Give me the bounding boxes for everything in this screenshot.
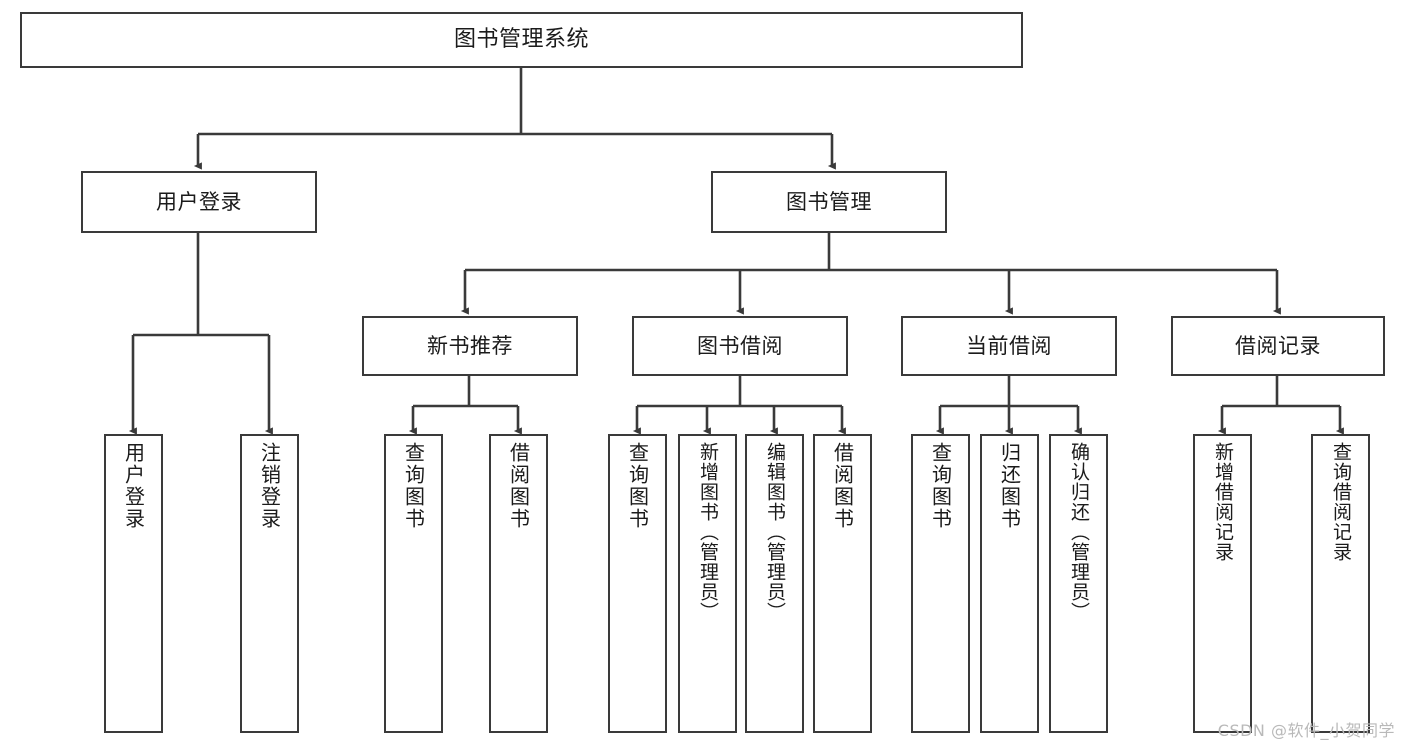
leaf-return-book[interactable]: 归还图书 <box>980 434 1039 733</box>
node-label: 查询图书 <box>625 442 650 530</box>
leaf-query-borrow-record[interactable]: 查询借阅记录 <box>1311 434 1370 733</box>
leaf-confirm-return[interactable]: 确认归还（管理员） <box>1049 434 1108 733</box>
leaf-add-borrow-record[interactable]: 新增借阅记录 <box>1193 434 1252 733</box>
node-label: 新增图书（管理员） <box>697 442 719 622</box>
node-label: 查询图书 <box>928 442 953 530</box>
node-root-system[interactable]: 图书管理系统 <box>20 12 1023 68</box>
node-new-book-recommend[interactable]: 新书推荐 <box>362 316 578 376</box>
node-label: 归还图书 <box>997 442 1022 530</box>
leaf-user-login[interactable]: 用户登录 <box>104 434 163 733</box>
node-label: 新书推荐 <box>427 333 513 358</box>
leaf-add-book[interactable]: 新增图书（管理员） <box>678 434 737 733</box>
leaf-edit-book[interactable]: 编辑图书（管理员） <box>745 434 804 733</box>
node-borrow-record[interactable]: 借阅记录 <box>1171 316 1385 376</box>
leaf-query-book-borrow[interactable]: 查询图书 <box>608 434 667 733</box>
node-label: 借阅图书 <box>830 442 855 530</box>
leaf-borrow-book-recommend[interactable]: 借阅图书 <box>489 434 548 733</box>
node-user-login[interactable]: 用户登录 <box>81 171 317 233</box>
node-label: 图书管理 <box>786 189 872 214</box>
leaf-logout-login[interactable]: 注销登录 <box>240 434 299 733</box>
node-label: 用户登录 <box>156 189 242 214</box>
leaf-borrow-book-borrow[interactable]: 借阅图书 <box>813 434 872 733</box>
node-label: 查询图书 <box>401 442 426 530</box>
node-label: 借阅记录 <box>1235 333 1321 358</box>
node-label: 确认归还（管理员） <box>1068 442 1090 622</box>
node-label: 用户登录 <box>121 442 146 530</box>
node-label: 新增借阅记录 <box>1212 442 1234 562</box>
node-current-borrow[interactable]: 当前借阅 <box>901 316 1117 376</box>
node-label: 编辑图书（管理员） <box>764 442 786 622</box>
node-label: 当前借阅 <box>966 333 1052 358</box>
node-label: 图书借阅 <box>697 333 783 358</box>
leaf-query-book-current[interactable]: 查询图书 <box>911 434 970 733</box>
node-label: 查询借阅记录 <box>1330 442 1352 562</box>
node-book-borrow[interactable]: 图书借阅 <box>632 316 848 376</box>
node-label: 图书管理系统 <box>453 27 589 53</box>
node-label: 借阅图书 <box>506 442 531 530</box>
node-label: 注销登录 <box>257 442 282 530</box>
leaf-query-book-recommend[interactable]: 查询图书 <box>384 434 443 733</box>
node-book-manage[interactable]: 图书管理 <box>711 171 947 233</box>
